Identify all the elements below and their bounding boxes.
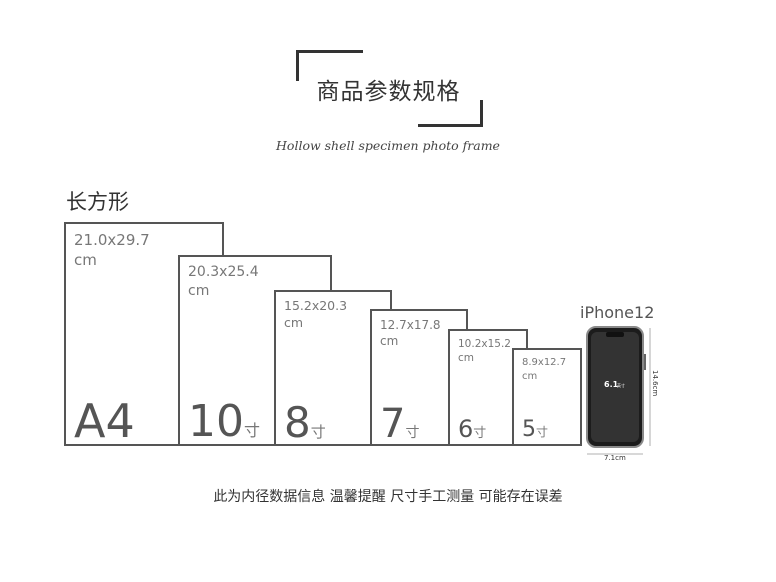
frame-size-name: 10寸	[188, 400, 260, 444]
frame-name: A4	[74, 394, 135, 448]
phone-notch	[606, 332, 624, 337]
frame-unit: 寸	[536, 425, 549, 439]
frame-size-label: 21.0x29.7 cm	[74, 231, 150, 270]
frame-size-name: 7寸	[380, 404, 419, 444]
frame-size-name: A4	[74, 398, 135, 444]
section-title: 长方形	[66, 190, 129, 214]
frame-size-label: 12.7x17.8 cm	[380, 318, 441, 349]
frame-size-label: 10.2x15.2 cm	[458, 338, 511, 365]
phone-screen	[591, 332, 639, 442]
phone-screen-size: 6.1	[604, 380, 619, 389]
phone-height-label: 14.6cm	[651, 370, 659, 396]
frame-size-name: 5寸	[522, 419, 548, 441]
phone-screen-unit: 英寸	[617, 382, 625, 388]
frame-5inch: 8.9x12.7 cm 5寸	[512, 348, 582, 446]
footer-note: 此为内径数据信息 温馨提醒 尺寸手工测量 可能存在误差	[213, 489, 563, 505]
frame-name: 10	[188, 396, 244, 447]
frame-size-name: 6寸	[458, 417, 486, 441]
frame-name: 6	[458, 415, 474, 443]
header-bracket-top-left	[296, 50, 363, 81]
frame-size-name: 8寸	[284, 402, 326, 444]
phone-width-label: 7.1cm	[604, 454, 626, 462]
iphone-illustration: 6.1 英寸 14.6cm 7.1cm	[586, 326, 659, 462]
phone-side-button	[644, 354, 646, 370]
frame-name: 7	[380, 401, 406, 447]
frame-unit: 寸	[405, 425, 420, 441]
page-title: 商品参数规格	[316, 79, 461, 105]
frame-size-label: 8.9x12.7 cm	[522, 357, 567, 382]
page-subtitle: Hollow shell specimen photo frame	[276, 138, 500, 153]
phone-label: iPhone12	[580, 303, 655, 322]
frame-unit: 寸	[244, 421, 261, 440]
frame-name: 5	[522, 417, 536, 442]
frame-size-label: 15.2x20.3 cm	[284, 298, 348, 330]
header-bracket-bottom-right	[418, 100, 483, 127]
frame-name: 8	[284, 398, 311, 447]
frame-unit: 寸	[310, 423, 326, 441]
frame-size-label: 20.3x25.4 cm	[188, 264, 259, 299]
frame-unit: 寸	[473, 426, 487, 441]
